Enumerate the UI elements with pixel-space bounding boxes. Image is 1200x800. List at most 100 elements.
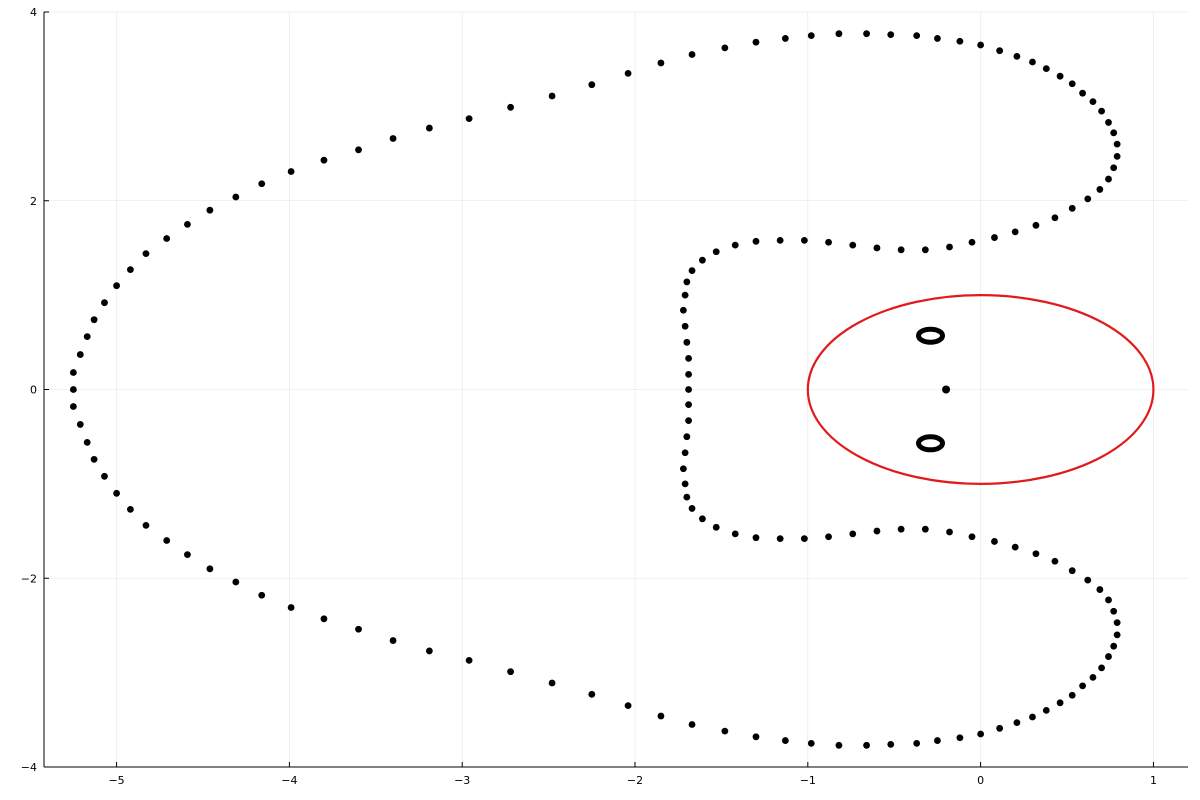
data-point (1084, 195, 1092, 203)
data-point (1096, 186, 1104, 193)
data-point (946, 528, 953, 536)
data-point (942, 385, 951, 394)
data-point (1105, 175, 1112, 183)
data-point (113, 489, 120, 497)
data-point (683, 493, 691, 501)
data-point (1032, 550, 1040, 558)
y-tick-label: −2 (21, 572, 37, 585)
data-point (873, 527, 881, 535)
data-point (465, 656, 473, 664)
data-point (83, 438, 91, 446)
data-point (90, 316, 98, 324)
data-point (996, 724, 1004, 732)
data-point (69, 386, 77, 393)
data-point (1032, 221, 1040, 229)
data-point (1079, 682, 1086, 690)
y-tick-label: 0 (30, 384, 37, 397)
data-point (163, 235, 171, 242)
data-point (688, 505, 696, 512)
data-point (956, 37, 964, 45)
data-point (781, 35, 789, 42)
data-point (977, 730, 985, 738)
data-point (685, 371, 692, 378)
data-point (1056, 72, 1064, 80)
data-point (184, 220, 191, 228)
data-point (921, 246, 929, 254)
data-point (1068, 80, 1076, 88)
data-point (887, 740, 895, 748)
data-point (688, 51, 696, 58)
data-point (916, 434, 946, 453)
data-point (1013, 719, 1021, 727)
data-point (752, 534, 760, 542)
data-point (657, 59, 665, 67)
data-point (69, 403, 77, 410)
data-point (1042, 65, 1050, 73)
data-point (699, 256, 706, 264)
data-point (968, 533, 976, 541)
data-point (688, 267, 696, 274)
data-point (1011, 228, 1019, 236)
data-point (1068, 567, 1076, 575)
data-point (807, 740, 815, 747)
data-point (1029, 58, 1036, 66)
x-tick-label: 0 (977, 774, 984, 787)
data-point (465, 115, 473, 123)
data-point (355, 146, 362, 154)
data-point (835, 741, 843, 749)
data-point (991, 538, 998, 545)
data-point (1105, 653, 1112, 660)
data-point (934, 35, 941, 42)
data-point (685, 417, 692, 425)
data-point (934, 737, 941, 744)
unit-circle (806, 294, 1155, 485)
data-point (1098, 664, 1105, 672)
data-point (752, 38, 760, 46)
data-point (83, 333, 91, 341)
data-point (897, 525, 905, 533)
data-point (721, 44, 729, 52)
x-tick-label: −1 (800, 774, 816, 787)
data-point (681, 291, 689, 299)
x-tick-label: −5 (108, 774, 124, 787)
data-point (887, 31, 895, 39)
data-point (849, 241, 857, 249)
x-tick-label: 1 (1150, 774, 1157, 787)
data-point (712, 248, 720, 256)
data-point (699, 515, 706, 523)
data-point (1105, 596, 1112, 604)
data-point (873, 244, 881, 252)
y-tick-label: 4 (30, 6, 37, 19)
data-point (232, 193, 240, 201)
x-tick-label: −3 (454, 774, 470, 787)
data-point (657, 712, 665, 720)
data-point (76, 351, 84, 358)
data-point (1051, 214, 1059, 222)
data-point (548, 92, 556, 100)
data-point (588, 81, 596, 89)
data-point (685, 401, 692, 408)
data-point (69, 369, 77, 376)
data-point (258, 591, 266, 599)
data-point (683, 433, 691, 441)
data-point (1105, 119, 1112, 126)
data-point (588, 690, 596, 698)
data-point (977, 41, 985, 49)
data-point (863, 30, 870, 38)
data-point (624, 69, 632, 77)
data-point (206, 565, 214, 573)
y-tick-label: 2 (30, 195, 37, 208)
data-point (688, 721, 696, 728)
data-point (127, 266, 134, 274)
data-point (425, 124, 433, 132)
data-point (781, 737, 789, 744)
data-point (800, 236, 808, 244)
data-point (752, 733, 760, 741)
data-point (624, 702, 632, 710)
data-point (389, 637, 397, 644)
data-point (1110, 164, 1118, 172)
data-point (731, 530, 739, 538)
data-point (1113, 140, 1121, 148)
